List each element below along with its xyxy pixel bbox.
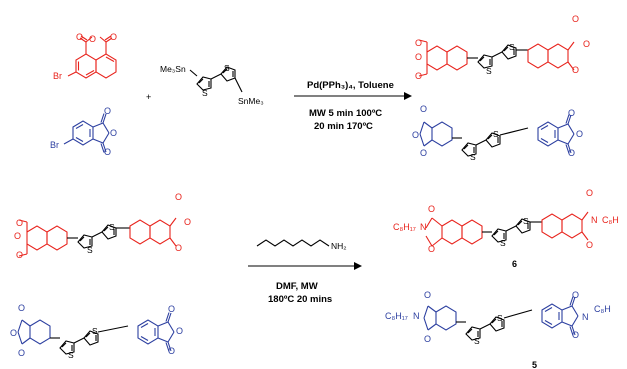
svg-text:O: O bbox=[76, 32, 83, 42]
alkyl-left-6: C₈H₁₇ bbox=[393, 222, 416, 232]
svg-text:O: O bbox=[175, 243, 182, 253]
svg-text:S: S bbox=[523, 216, 529, 226]
svg-text:O: O bbox=[420, 104, 427, 114]
svg-text:O: O bbox=[428, 204, 435, 214]
bromo-phth-br-label: Br bbox=[50, 140, 59, 150]
svg-text:O: O bbox=[10, 328, 17, 338]
condition-solvent: DMF, MW bbox=[276, 281, 318, 292]
stannane-right-label: SnMe₃ bbox=[238, 96, 264, 106]
bromo-phthalic-anhydride: Br O O O bbox=[50, 106, 117, 157]
svg-text:O: O bbox=[110, 32, 117, 42]
svg-text:S: S bbox=[500, 238, 506, 248]
n-left-6: N bbox=[420, 222, 427, 232]
svg-text:O: O bbox=[572, 330, 579, 340]
stannane-left-label: Me₃Sn bbox=[160, 64, 186, 74]
svg-text:O: O bbox=[572, 14, 579, 24]
svg-text:O: O bbox=[104, 106, 111, 116]
svg-text:O: O bbox=[168, 346, 175, 356]
svg-text:O: O bbox=[572, 65, 579, 75]
svg-text:O: O bbox=[576, 129, 583, 139]
svg-text:O: O bbox=[168, 304, 175, 314]
svg-text:O: O bbox=[89, 34, 96, 44]
svg-text:O: O bbox=[415, 52, 422, 62]
svg-text:S: S bbox=[109, 222, 115, 232]
svg-text:O: O bbox=[586, 240, 593, 250]
octylamine: NH₂ bbox=[256, 239, 347, 251]
svg-text:O: O bbox=[16, 218, 23, 228]
plus-sign: + bbox=[146, 92, 151, 102]
svg-text:O: O bbox=[18, 303, 25, 313]
svg-text:S: S bbox=[474, 336, 480, 346]
product-phth-bithiophene-top: O O O S S O O O bbox=[412, 104, 583, 162]
reactant-phth-bithiophene-bottom: O O O S S O O O bbox=[10, 303, 183, 360]
svg-text:S: S bbox=[509, 42, 515, 52]
svg-text:S: S bbox=[92, 326, 98, 336]
svg-text:O: O bbox=[424, 334, 431, 344]
svg-text:O: O bbox=[586, 188, 593, 198]
bis-stannyl-bithiophene: Me₃Sn SnMe₃ S S bbox=[160, 63, 264, 106]
svg-text:O: O bbox=[175, 192, 182, 202]
svg-text:O: O bbox=[104, 147, 111, 157]
condition-mw-1: MW 5 min 100ºC bbox=[309, 108, 382, 119]
svg-text:S: S bbox=[470, 152, 476, 162]
svg-text:O: O bbox=[184, 217, 191, 227]
n-right-5: N bbox=[582, 312, 589, 322]
svg-text:O: O bbox=[412, 130, 419, 140]
svg-text:O: O bbox=[428, 244, 435, 254]
product-naph-bithiophene-top: O O O S S O O O bbox=[415, 14, 590, 81]
alkyl-right-5: C₈H bbox=[594, 304, 611, 314]
product-6-naphthalimide: C₈H₁₇ N O O S S O O N C₈H 6 bbox=[393, 188, 619, 269]
svg-text:O: O bbox=[16, 250, 23, 260]
bromo-naphthalic-anhydride: Br O O O bbox=[53, 32, 117, 81]
svg-text:O: O bbox=[568, 108, 575, 118]
condition-mw-2: 20 min 170ºC bbox=[314, 121, 373, 132]
svg-text:O: O bbox=[415, 38, 422, 48]
condition-temp: 180ºC 20 mins bbox=[268, 294, 332, 305]
svg-text:O: O bbox=[415, 71, 422, 81]
svg-text:S: S bbox=[224, 63, 230, 73]
svg-text:S: S bbox=[497, 313, 503, 323]
svg-text:O: O bbox=[14, 231, 21, 241]
svg-text:O: O bbox=[583, 39, 590, 49]
alkyl-left-5: C₈H₁₇ bbox=[385, 311, 408, 321]
svg-text:S: S bbox=[493, 129, 499, 139]
svg-text:S: S bbox=[486, 66, 492, 76]
svg-text:S: S bbox=[87, 245, 93, 255]
svg-text:S: S bbox=[68, 350, 74, 360]
svg-text:O: O bbox=[424, 290, 431, 300]
compound-label-5: 5 bbox=[532, 360, 537, 369]
reaction-arrow-2 bbox=[248, 262, 362, 270]
svg-text:O: O bbox=[572, 290, 579, 300]
bromo-naph-br-label: Br bbox=[53, 71, 62, 81]
product-5-phthalimide: C₈H₁₇ N O O S S O O N C₈H 5 bbox=[385, 290, 611, 369]
svg-text:S: S bbox=[202, 88, 208, 98]
svg-text:O: O bbox=[420, 148, 427, 158]
alkyl-right-6: C₈H bbox=[602, 215, 619, 225]
reactant-naph-bithiophene-bottom: O O O S S O O O bbox=[14, 192, 191, 260]
amine-label: NH₂ bbox=[331, 241, 347, 251]
n-left-5: N bbox=[413, 311, 420, 321]
svg-text:O: O bbox=[568, 148, 575, 158]
svg-text:O: O bbox=[176, 326, 183, 336]
svg-text:O: O bbox=[110, 128, 117, 138]
compound-label-6: 6 bbox=[512, 259, 517, 269]
n-right-6: N bbox=[591, 215, 598, 225]
condition-catalyst: Pd(PPh₃)₄, Toluene bbox=[307, 80, 394, 91]
reaction-arrow-1 bbox=[294, 92, 412, 100]
svg-text:O: O bbox=[18, 348, 25, 358]
